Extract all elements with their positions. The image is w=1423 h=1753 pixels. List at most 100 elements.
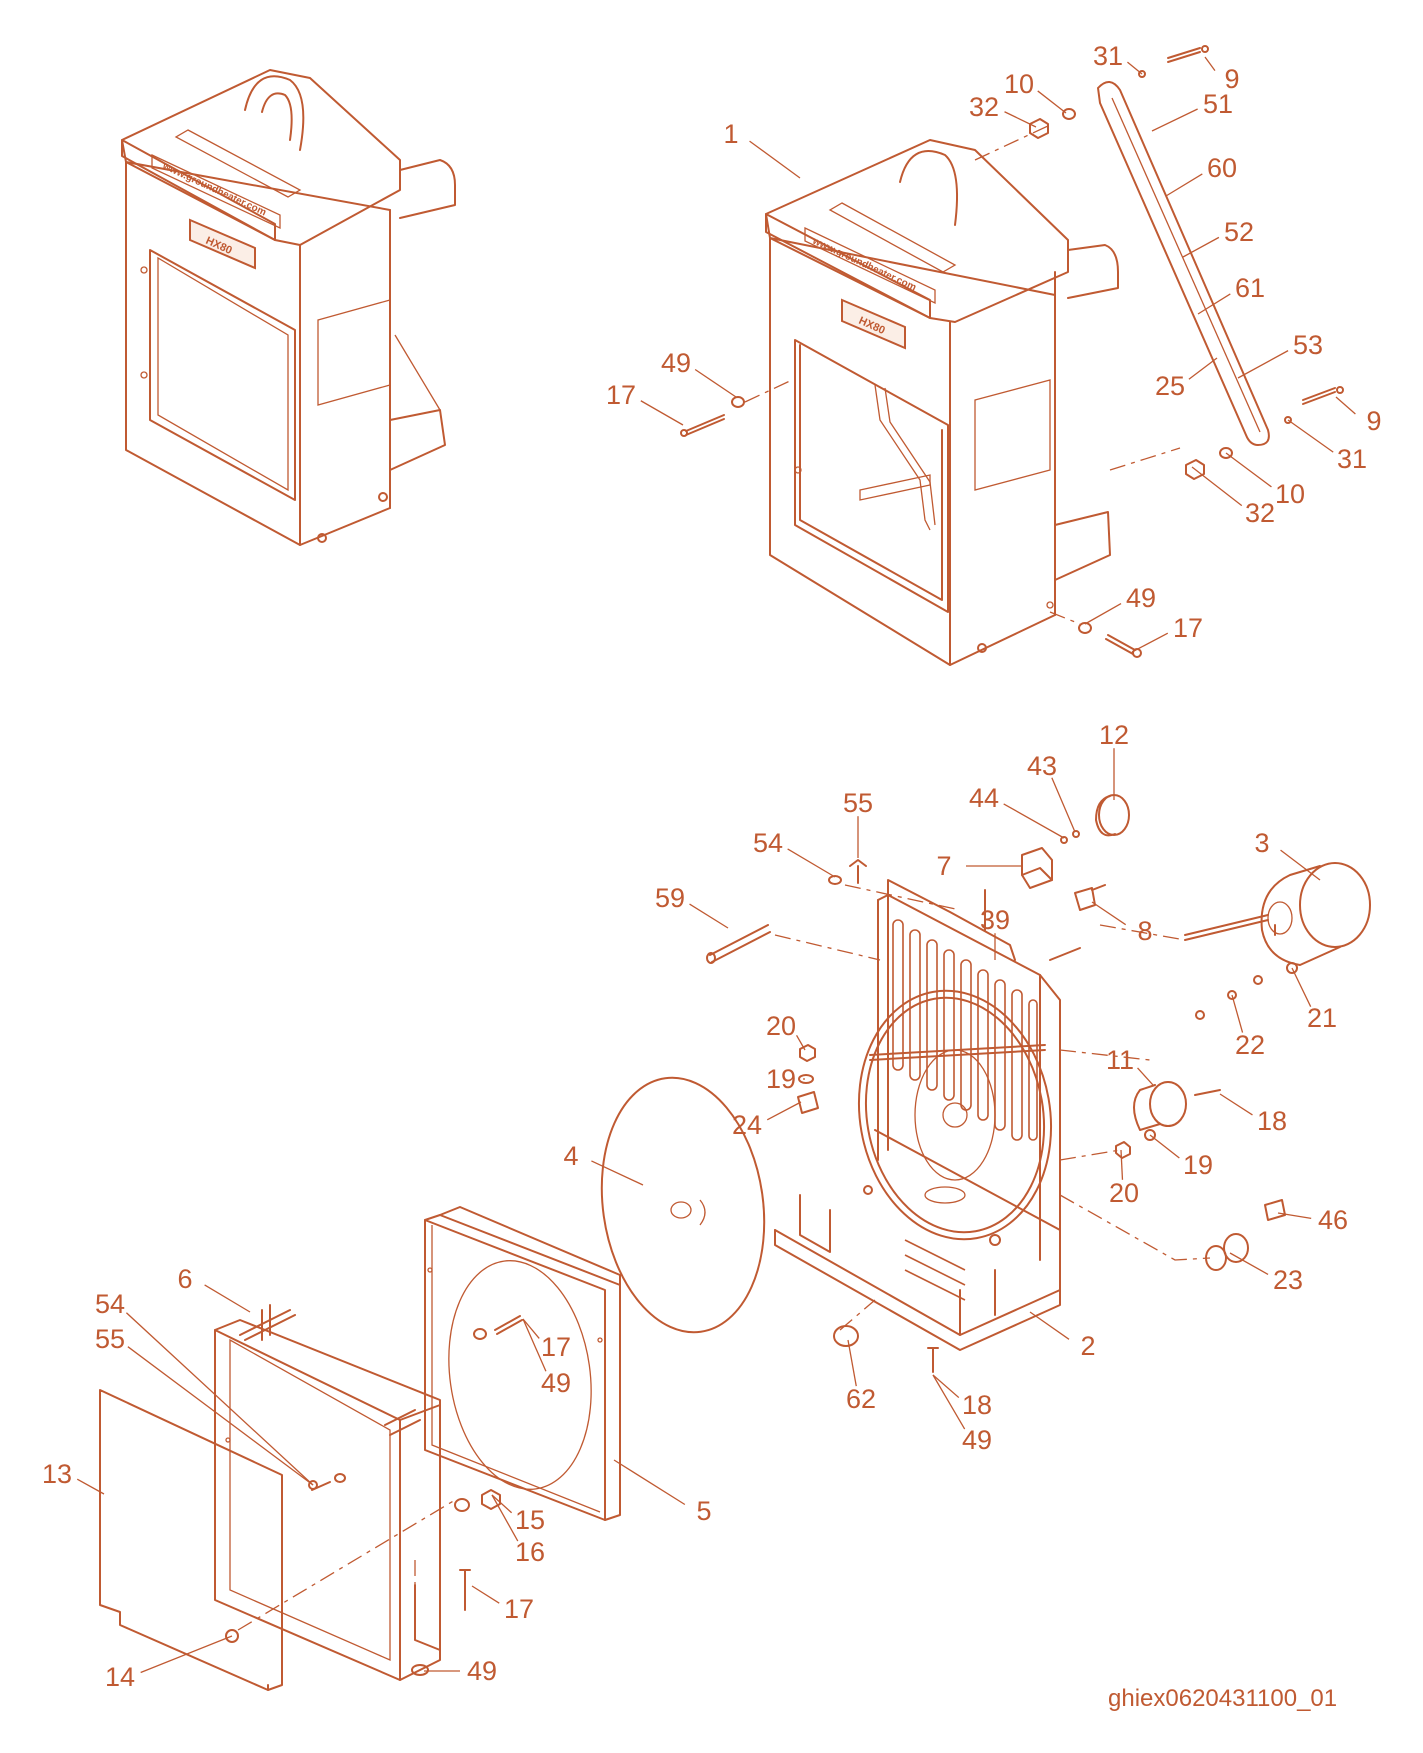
leader-line — [1131, 632, 1169, 653]
part-number-label: 46 — [1318, 1205, 1348, 1235]
part-number-label: 7 — [936, 851, 951, 881]
callout-c-8: 8 — [1091, 901, 1153, 946]
part-number-label: 43 — [1027, 751, 1057, 781]
part-number-label: 17 — [504, 1594, 534, 1624]
housing-part: www.groundheater.com HX80 — [765, 139, 1119, 666]
callout-c-32b: 32 — [1191, 466, 1275, 528]
part-number-label: 17 — [606, 380, 636, 410]
callout-c-49c: 49 — [932, 1374, 992, 1455]
drawing-id: ghiex0620431100_01 — [1108, 1685, 1337, 1712]
callout-c-61: 61 — [1197, 273, 1265, 315]
part-number-label: 55 — [843, 788, 873, 818]
part-number-label: 54 — [95, 1289, 125, 1319]
leader-line — [491, 1494, 519, 1542]
leader-line — [932, 1374, 966, 1430]
part-number-label: 11 — [1106, 1045, 1134, 1075]
callout-c-17d: 17 — [471, 1585, 534, 1624]
part-number-label: 54 — [753, 828, 783, 858]
callout-c-15: 15 — [491, 1494, 545, 1535]
callout-c-2: 2 — [1029, 1311, 1096, 1361]
callout-c-18b: 18 — [932, 1374, 992, 1420]
callout-c-9a: 9 — [1204, 56, 1240, 94]
callout-c-16: 16 — [491, 1494, 545, 1567]
callout-c-19a: 19 — [766, 1064, 805, 1094]
part-number-label: 9 — [1224, 64, 1239, 94]
leader-line — [522, 1318, 547, 1372]
callout-c-49d: 49 — [522, 1318, 571, 1398]
callout-c-20a: 20 — [766, 1011, 806, 1051]
part-number-label: 53 — [1293, 330, 1323, 360]
leader-line — [1219, 1093, 1253, 1116]
callout-c-46: 46 — [1277, 1205, 1348, 1235]
part-number-label: 62 — [846, 1384, 876, 1414]
part-number-label: 24 — [732, 1110, 762, 1140]
callout-c-10a: 10 — [1004, 69, 1067, 114]
leader-line — [1280, 849, 1321, 881]
leader-line — [1165, 173, 1203, 197]
part-number-label: 8 — [1137, 916, 1152, 946]
leader-line — [795, 1035, 806, 1051]
leader-line — [1151, 108, 1198, 132]
leader-line — [471, 1585, 500, 1604]
leader-line — [1231, 994, 1244, 1033]
front-cover-part — [99, 1389, 283, 1691]
leader-line — [1188, 357, 1218, 380]
part-number-label: 31 — [1093, 41, 1123, 71]
callout-c-4: 4 — [563, 1141, 644, 1186]
part-number-label: 25 — [1155, 371, 1185, 401]
callout-c-52: 52 — [1182, 217, 1254, 258]
callout-c-31b: 31 — [1287, 419, 1367, 474]
part-number-label: 18 — [962, 1390, 992, 1420]
part-number-label: 10 — [1004, 69, 1034, 99]
chassis-grille — [892, 919, 1038, 1141]
part-number-label: 4 — [563, 1141, 578, 1171]
part-number-label: 2 — [1080, 1331, 1095, 1361]
leader-line — [1197, 293, 1231, 315]
part-number-label: 49 — [541, 1368, 571, 1398]
callout-c-5: 5 — [613, 1459, 712, 1526]
callout-c-6: 6 — [177, 1264, 251, 1313]
callout-c-3: 3 — [1254, 828, 1321, 881]
top-fasteners — [680, 45, 1344, 658]
part-number-label: 5 — [696, 1496, 711, 1526]
leader-line — [1120, 1149, 1124, 1180]
part-number-label: 15 — [515, 1505, 545, 1535]
part-number-label: 14 — [105, 1662, 135, 1692]
leader-line — [749, 140, 801, 179]
leader-line — [1051, 777, 1076, 833]
part-number-label: 39 — [980, 905, 1010, 935]
leader-line — [1277, 1212, 1312, 1219]
callout-c-54b: 54 — [95, 1289, 314, 1486]
part-number-label: 17 — [541, 1332, 571, 1362]
part-number-label: 3 — [1254, 828, 1269, 858]
callout-c-18a: 18 — [1219, 1093, 1287, 1136]
leader-line — [689, 903, 729, 929]
callout-c-23: 23 — [1229, 1252, 1303, 1295]
part-number-label: 49 — [1126, 583, 1156, 613]
leader-line — [613, 1459, 686, 1506]
leader-line — [491, 1494, 513, 1514]
leader-line — [140, 1635, 233, 1674]
leader-line — [766, 1101, 802, 1121]
part-number-label: 49 — [661, 348, 691, 378]
callout-c-17b: 17 — [1131, 613, 1203, 653]
callout-c-62: 62 — [846, 1339, 876, 1414]
leader-line — [1091, 901, 1127, 926]
callout-c-60: 60 — [1165, 153, 1237, 197]
motor-part — [1184, 862, 1371, 966]
part-number-label: 18 — [1257, 1106, 1287, 1136]
alignment-lines — [237, 124, 1211, 1631]
part-number-label: 10 — [1275, 479, 1305, 509]
handle-bar-part — [1097, 81, 1270, 446]
chassis-part — [774, 879, 1061, 1351]
leader-line — [1287, 419, 1334, 453]
part-number-label: 31 — [1337, 444, 1367, 474]
callout-c-11: 11 — [1106, 1045, 1154, 1086]
part-number-label: 55 — [95, 1324, 125, 1354]
part-number-label: 19 — [1183, 1150, 1213, 1180]
callout-c-22: 22 — [1231, 994, 1265, 1060]
callout-c-54a: 54 — [753, 828, 836, 878]
callout-c-1: 1 — [723, 119, 801, 179]
callout-c-25: 25 — [1155, 357, 1218, 401]
